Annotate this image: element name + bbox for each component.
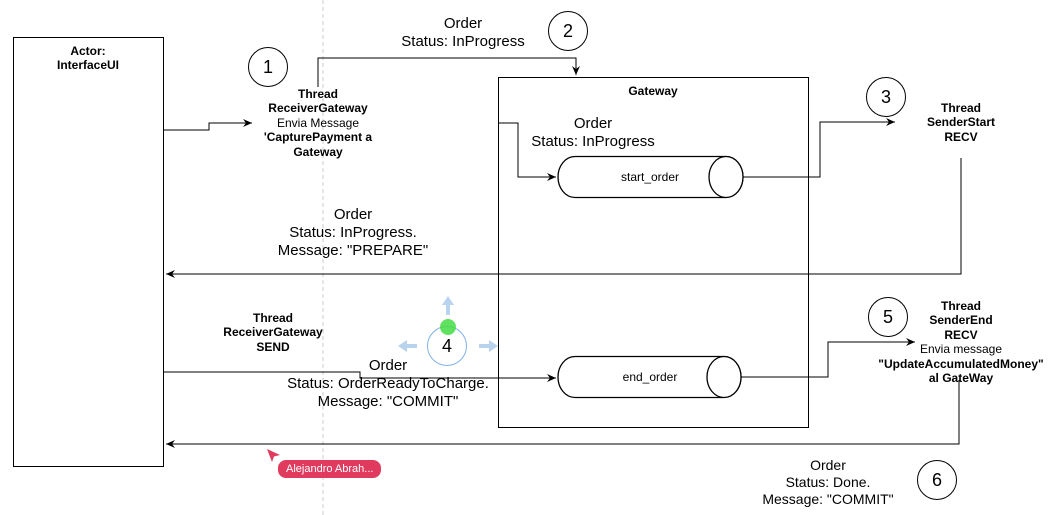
done-label: Order Status: Done. Message: "COMMIT" [738,457,918,507]
edge-sender-end-to-actor[interactable] [166,380,960,448]
top-order-label: Order Status: InProgress [363,15,563,51]
edge-actor-to-end-order[interactable] [164,371,556,382]
collaborator-cursor-label: Alejandro Abrah... [278,460,382,478]
ready-label: Order Status: OrderReadyToCharge. Messag… [278,357,498,411]
receiver-send-label: Thread ReceiverGateway SEND [213,311,333,354]
start-order-label: start_order [620,170,680,184]
sender-end-line4: Envia message [919,342,1003,357]
selection-handles[interactable] [398,296,498,352]
step-6-circle[interactable]: 6 [917,460,957,500]
rotate-handle[interactable] [440,319,456,335]
actor-title: Actor: InterfaceUI [13,44,163,73]
sender-start-line1: Thread [940,101,981,115]
edge-start-order-to-sender-start[interactable] [743,118,895,178]
done-line3: Message: "COMMIT" [762,490,894,507]
sender-end-line3: RECV [944,327,978,342]
inner-order-line1: Order [573,115,613,132]
prepare-line1: Order [333,206,373,223]
inner-order-label: Order Status: InProgress [503,115,683,151]
edge-receiver-to-gateway[interactable] [317,57,580,87]
receiver1-line5: Gateway [293,144,343,159]
step-5-circle[interactable]: 5 [868,297,908,337]
done-line2: Status: Done. [785,473,871,490]
end-order-cylinder[interactable] [557,355,742,399]
receiver-send-line1: Thread [252,311,293,325]
step-3-circle[interactable]: 3 [866,77,906,117]
end-order-label: end_order [622,370,678,384]
actor-box[interactable] [13,37,164,467]
sender-start-line3: RECV [944,129,978,144]
receiver1-line3: Envia Message [276,115,360,130]
prepare-line2: Status: InProgress. [289,224,417,241]
prepare-label: Order Status: InProgress. Message: "PREP… [253,206,453,260]
receiver-send-line3: SEND [256,339,290,354]
ready-line2: Status: OrderReadyToCharge. [287,375,489,392]
step-2-circle[interactable]: 2 [548,11,588,51]
sender-end-line2: SenderEnd [929,313,993,328]
sender-end-label: Thread SenderEnd RECV Envia message "Upd… [866,299,1053,385]
prepare-line3: Message: "PREPARE" [277,242,429,259]
sender-end-line1: Thread [940,299,981,313]
ready-line1: Order [368,357,408,374]
receiver-gateway-label: Thread ReceiverGateway Envia Message 'Ca… [238,87,398,159]
cursor-pointer-icon [267,449,280,462]
start-order-cylinder[interactable] [557,155,744,199]
receiver-send-line2: ReceiverGateway [223,325,323,340]
inner-order-line2: Status: InProgress [531,133,655,150]
step-1-circle[interactable]: 1 [248,47,288,87]
top-order-line1: Order [443,15,483,32]
done-line1: Order [810,457,846,473]
receiver1-line2: ReceiverGateway [268,101,368,116]
edge-actor-to-receiver[interactable] [164,119,252,131]
actor-title-line1: Actor: [70,44,106,58]
top-order-line2: Status: InProgress [401,33,525,50]
edge-end-order-to-sender-end[interactable] [741,338,915,378]
receiver1-line4: 'CapturePayment a [263,130,373,145]
sender-end-line6: al GateWay [928,370,994,385]
ready-line3: Message: "COMMIT" [317,393,459,410]
sender-start-label: Thread SenderStart RECV [911,101,1011,144]
sender-end-line5: "UpdateAccumulatedMoney" [878,356,1044,371]
edge-sender-start-to-actor[interactable] [166,158,962,278]
gateway-title: Gateway [628,84,678,98]
sender-start-line2: SenderStart [926,115,996,130]
receiver1-line1: Thread [297,87,338,101]
edge-gateway-to-start-order[interactable] [498,122,556,181]
actor-title-line2: InterfaceUI [56,58,120,73]
